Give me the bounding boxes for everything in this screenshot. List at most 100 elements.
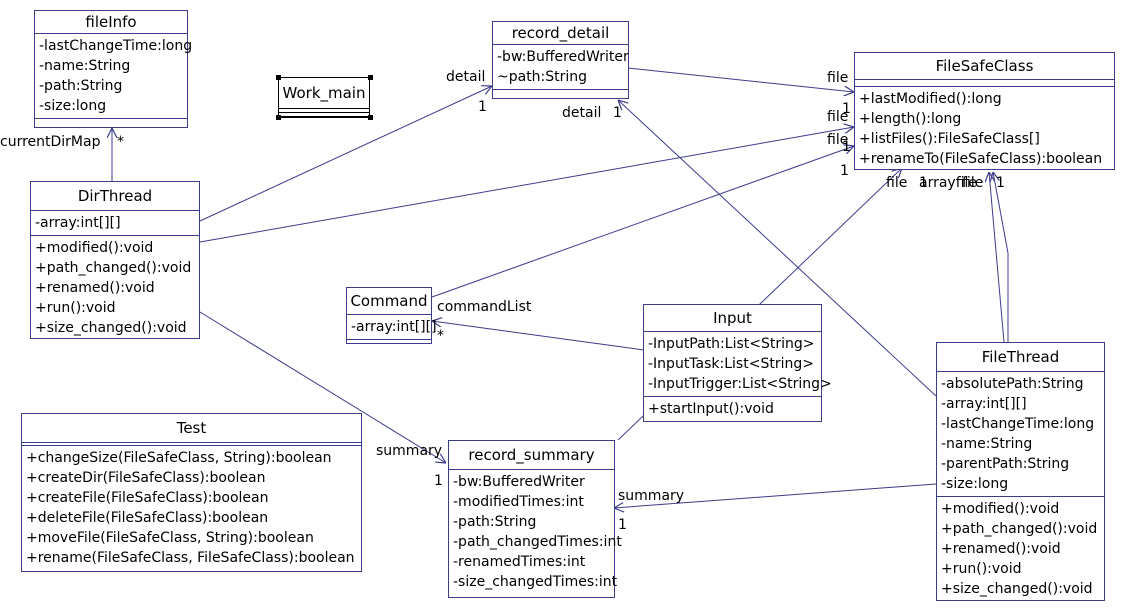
attribute: -size:long [39,98,107,114]
role-label-currentdirmap: currentDirMap [0,134,101,150]
method: +moveFile(FileSafeClass, String):boolean [26,530,314,546]
method: +length():long [859,111,962,127]
attributes-section [22,443,361,446]
method: +renamed():void [35,280,155,296]
role-label-summary: summary [376,443,443,459]
class-test[interactable]: Test +changeSize(FileSafeClass, String):… [21,413,362,572]
attribute: -InputPath:List<String> [648,336,815,352]
method: +listFiles():FileSafeClass[] [859,131,1040,147]
attributes-section: -absolutePath:String -array:int[][] -las… [937,372,1104,497]
attribute: -path:String [453,514,537,530]
class-record-detail[interactable]: record_detail -bw:BufferedWriter ~path:S… [492,21,629,99]
multiplicity-label: 1 [842,101,851,117]
attribute: -lastChangeTime:long [941,416,1095,432]
attributes-section: -bw:BufferedWriter ~path:String [493,45,629,90]
multiplicity-label: 1 [842,139,851,155]
attributes-section: -InputPath:List<String> -InputTask:List<… [644,332,832,397]
methods-section: +lastModified():long +length():long +lis… [855,87,1114,171]
methods-section: +modified():void +path_changed():void +r… [937,497,1104,601]
method: +deleteFile(FileSafeClass):boolean [26,510,269,526]
class-name: FileSafeClass [855,53,1114,80]
method: +changeSize(FileSafeClass, String):boole… [26,450,332,466]
class-command[interactable]: Command -array:int[][] [346,287,437,344]
assoc-record-detail-filesafeclass [627,67,854,92]
class-filethread[interactable]: FileThread -absolutePath:String -array:i… [936,342,1105,601]
methods-section [347,340,431,344]
class-name: Work_main [279,78,369,109]
class-record-summary[interactable]: record_summary -bw:BufferedWriter -modif… [448,440,622,598]
method: +size_changed():void [35,320,187,336]
multiplicity-label: 1 [478,99,487,115]
assoc-filethread-filesafeclass-c [993,172,1009,254]
method: +renameTo(FileSafeClass):boolean [859,151,1103,167]
methods-section: +startInput():void [644,397,821,421]
multiplicity-label: * [117,134,124,150]
class-filesafeclass[interactable]: FileSafeClass +lastModified():long +leng… [854,52,1115,170]
multiplicity-label: 1 [618,517,627,533]
multiplicity-label: 1 [840,163,849,179]
selection-handle[interactable] [368,115,373,120]
role-label-summary: summary [618,488,685,504]
class-name: Test [22,414,361,443]
attribute: -size:long [941,476,1009,492]
assoc-command-filesafeclass [431,146,854,298]
role-label-detail: detail [446,69,486,85]
class-name: record_detail [493,22,628,45]
method: +path_changed():void [941,521,1098,537]
assoc-dirthread-filesafeclass [199,127,854,243]
attribute: -name:String [941,436,1033,452]
attributes-section: -array:int[][] [31,211,199,236]
selection-handle[interactable] [368,75,373,80]
method: +createDir(FileSafeClass):boolean [26,470,266,486]
attributes-section: -array:int[][] [347,315,437,340]
attribute: -InputTask:List<String> [648,356,814,372]
attribute: ~path:String [497,69,588,85]
class-work-main[interactable]: Work_main [278,77,370,118]
multiplicity-label: 1 [996,175,1005,191]
selection-handle[interactable] [276,115,281,120]
attribute: -lastChangeTime:long [39,38,193,54]
methods-section [493,90,628,96]
attribute: -array:int[][] [941,396,1027,412]
class-name: fileInfo [35,11,187,34]
attribute: -bw:BufferedWriter [453,474,585,490]
method: +modified():void [35,240,154,256]
attribute: -absolutePath:String [941,376,1084,392]
role-label-file: file [962,175,984,191]
class-input[interactable]: Input -InputPath:List<String> -InputTask… [643,304,832,422]
role-label-arrayfile: arrayfile [919,175,978,191]
assoc-filethread-record-summary [614,483,937,508]
assoc-dirthread-record-summary [199,311,446,463]
attributes-section: -bw:BufferedWriter -modifiedTimes:int -p… [449,470,622,594]
method: +size_changed():void [941,581,1093,597]
attribute: -size_changedTimes:int [453,574,618,590]
role-label-file: file [827,132,849,148]
role-label-file: file [827,109,849,125]
class-name: DirThread [31,182,199,211]
class-dirthread[interactable]: DirThread -array:int[][] +modified():voi… [30,181,200,339]
attribute: -name:String [39,58,131,74]
assoc-dirthread-record-detail [199,86,492,222]
methods-section [279,113,369,117]
attribute: -array:int[][] [35,215,121,231]
attribute: -renamedTimes:int [453,554,586,570]
class-name: Input [644,305,821,332]
method: +createFile(FileSafeClass):boolean [26,490,269,506]
method: +run():void [941,561,1022,577]
attribute: -modifiedTimes:int [453,494,584,510]
method: +run():void [35,300,116,316]
assoc-filethread-filesafeclass-a [989,172,1005,343]
attributes-section: -lastChangeTime:long -name:String -path:… [35,34,193,119]
selection-handle[interactable] [276,75,281,80]
multiplicity-label: 1 [919,175,928,191]
attribute: -parentPath:String [941,456,1070,472]
multiplicity-label: 1 [613,105,622,121]
class-name: record_summary [449,441,614,470]
attribute: -path_changedTimes:int [453,534,622,550]
class-name: FileThread [937,343,1104,372]
attribute: -array:int[][] [351,319,437,335]
attributes-section [855,80,1114,87]
class-fileinfo[interactable]: fileInfo -lastChangeTime:long -name:Stri… [34,10,193,128]
method: +modified():void [941,501,1060,517]
